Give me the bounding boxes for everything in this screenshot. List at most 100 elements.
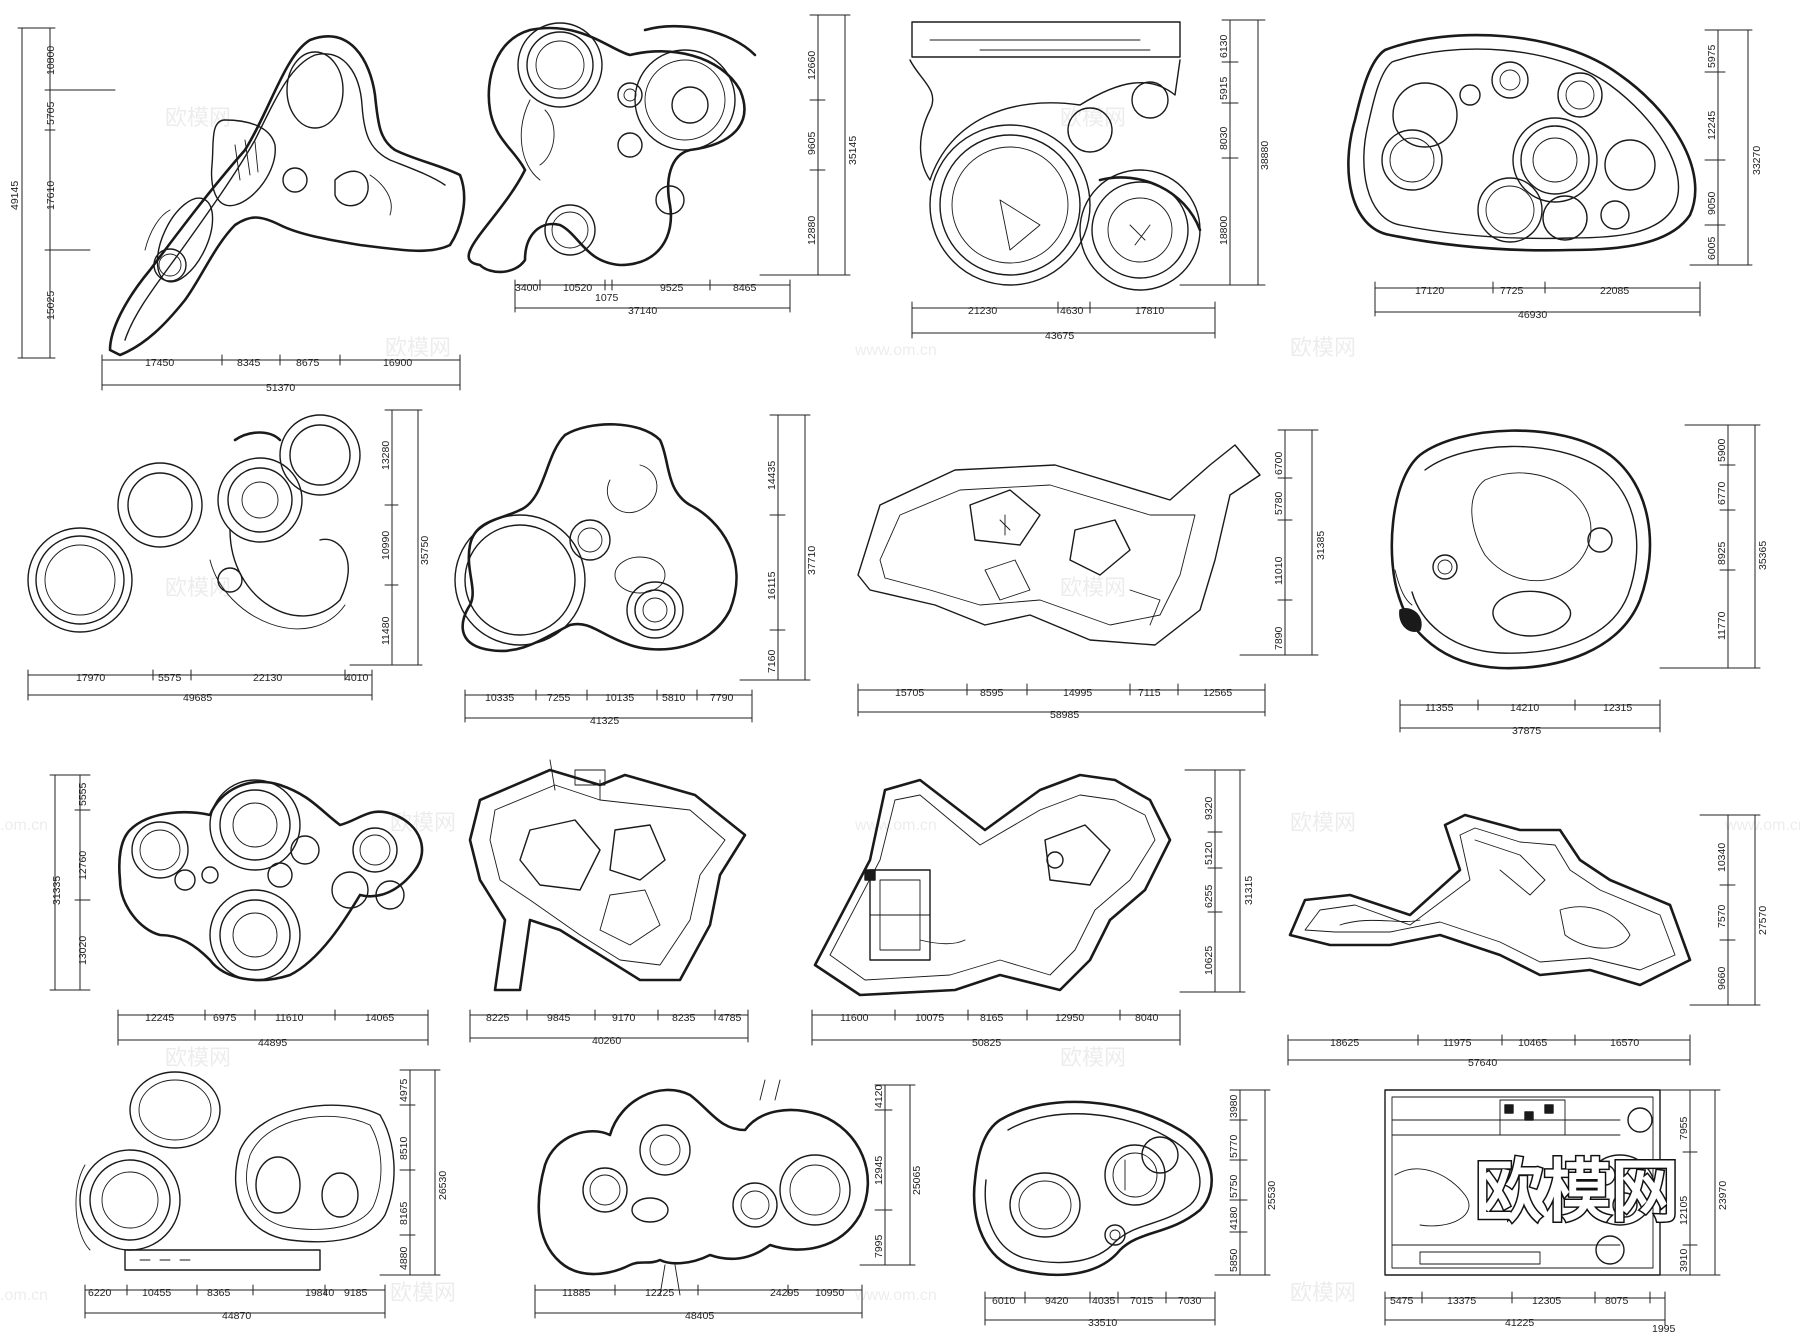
dim-label: 12245 bbox=[145, 1012, 174, 1024]
dim-label: 7725 bbox=[1500, 285, 1524, 297]
dim-label: 18625 bbox=[1330, 1037, 1359, 1049]
dim-label: 8510 bbox=[398, 1136, 410, 1160]
plan-5-drawing bbox=[27, 414, 361, 633]
dim-label: 13020 bbox=[77, 936, 89, 965]
dim-label: 12245 bbox=[1706, 111, 1718, 140]
dim-label: 13375 bbox=[1447, 1295, 1476, 1307]
dim-label: 10455 bbox=[142, 1287, 171, 1299]
dim-label: 16570 bbox=[1610, 1037, 1639, 1049]
dim-label: 14210 bbox=[1510, 702, 1539, 714]
dim-total: 35145 bbox=[847, 136, 859, 165]
dim-label: 12565 bbox=[1203, 687, 1232, 699]
dim-label: 4180 bbox=[1228, 1206, 1240, 1230]
dim-label: 5120 bbox=[1203, 841, 1215, 865]
dim-label: 5750 bbox=[1228, 1174, 1240, 1198]
dim-label: 8345 bbox=[237, 357, 261, 369]
dim-label: 9525 bbox=[660, 282, 684, 294]
plan-14-dimensions: 11885 12225 24295 10950 48405 4120 12945… bbox=[534, 1084, 923, 1322]
dim-label: 10075 bbox=[915, 1012, 944, 1024]
plan-9-dimensions: 12245 6975 11610 14065 44895 5555 12760 … bbox=[49, 774, 429, 1049]
dim-label: 7030 bbox=[1178, 1295, 1202, 1307]
dim-label: 5705 bbox=[45, 101, 57, 125]
dim-label: 9170 bbox=[612, 1012, 636, 1024]
dim-label: 12660 bbox=[806, 51, 818, 80]
dim-label: 9605 bbox=[806, 131, 818, 155]
tile-watermark: 欧模网 bbox=[1060, 1046, 1126, 1071]
dim-label: 13280 bbox=[380, 441, 392, 470]
plan-6-dimensions: 10335 7255 10135 5810 7790 41325 14435 1… bbox=[464, 414, 818, 727]
plan-13-drawing bbox=[75, 1071, 395, 1271]
plan-16-dimensions: 5475 13375 12305 8075 1995 41225 7955 12… bbox=[1384, 1089, 1729, 1335]
tile-watermarks: 欧模网 欧模网 欧模网 欧模网 www.om.cn 欧模网 欧模网 欧模网 欧模… bbox=[0, 106, 1800, 1306]
edge-watermark: .om.cn bbox=[0, 817, 48, 834]
dim-label: 8365 bbox=[207, 1287, 231, 1299]
dim-label: 17810 bbox=[1135, 305, 1164, 317]
dim-label: 6255 bbox=[1203, 884, 1215, 908]
dim-label: 5900 bbox=[1716, 438, 1728, 462]
dim-label: 7890 bbox=[1273, 626, 1285, 650]
dim-label: 5780 bbox=[1273, 491, 1285, 515]
dim-label: 17610 bbox=[45, 181, 57, 210]
dim-label: 9420 bbox=[1045, 1295, 1069, 1307]
plan-1-dimensions: 17450 8345 8675 16900 51370 10800 5705 1… bbox=[9, 27, 461, 394]
plan-10-drawing bbox=[468, 759, 747, 992]
dim-label: 10135 bbox=[605, 692, 634, 704]
dim-total: 37875 bbox=[1512, 725, 1541, 737]
plan-14-drawing bbox=[537, 1079, 870, 1296]
dim-label: 10335 bbox=[485, 692, 514, 704]
dim-label: 9320 bbox=[1203, 796, 1215, 820]
plan-2-dimensions: 3400 10520 1075 9525 8465 37140 12660 96… bbox=[514, 14, 859, 317]
dim-label: 8465 bbox=[733, 282, 757, 294]
dim-label: 8235 bbox=[672, 1012, 696, 1024]
tile-watermark: 欧模网 bbox=[385, 336, 451, 361]
dim-label: 11010 bbox=[1273, 556, 1285, 585]
plan-12-drawing bbox=[1288, 813, 1692, 987]
dim-label: 12945 bbox=[873, 1156, 885, 1185]
dim-label: 9660 bbox=[1716, 966, 1728, 990]
dim-total: 37710 bbox=[806, 546, 818, 575]
url-watermark: www.om.cn bbox=[1724, 817, 1800, 834]
dim-total: 25530 bbox=[1266, 1181, 1278, 1210]
dim-label: 14995 bbox=[1063, 687, 1092, 699]
dim-total: 35365 bbox=[1757, 541, 1769, 570]
plan-4-drawing bbox=[1347, 33, 1697, 252]
dim-label: 5475 bbox=[1390, 1295, 1414, 1307]
dim-label: 1995 bbox=[1652, 1323, 1676, 1335]
plan-2-drawing bbox=[467, 22, 757, 274]
dim-label: 12760 bbox=[77, 851, 89, 880]
dim-label: 14435 bbox=[766, 461, 778, 490]
dim-label: 8675 bbox=[296, 357, 320, 369]
dim-label: 7255 bbox=[547, 692, 571, 704]
dim-label: 12225 bbox=[645, 1287, 674, 1299]
plan-9-drawing bbox=[118, 779, 424, 982]
dim-label: 6700 bbox=[1273, 451, 1285, 475]
dim-label: 11885 bbox=[562, 1287, 591, 1299]
dim-label: 5915 bbox=[1218, 76, 1230, 100]
dim-label: 5770 bbox=[1228, 1134, 1240, 1158]
dim-label: 8040 bbox=[1135, 1012, 1159, 1024]
plan-8-drawing bbox=[1390, 429, 1652, 670]
plan-11-dimensions: 11600 10075 8165 12950 8040 50825 9320 5… bbox=[811, 769, 1255, 1049]
plan-11-drawing bbox=[813, 773, 1172, 997]
dim-label: 10340 bbox=[1716, 843, 1728, 872]
dim-total: 48405 bbox=[685, 1310, 714, 1322]
dim-label: 7955 bbox=[1678, 1116, 1690, 1140]
dim-label: 7160 bbox=[766, 649, 778, 673]
dim-total: 44870 bbox=[222, 1310, 251, 1322]
dim-label: 10990 bbox=[380, 531, 392, 560]
brand-watermark: 欧模网 bbox=[1475, 1153, 1679, 1232]
dim-label: 9185 bbox=[344, 1287, 368, 1299]
dim-label: 6130 bbox=[1218, 34, 1230, 58]
dim-label: 10950 bbox=[815, 1287, 844, 1299]
tile-watermark: 欧模网 bbox=[1290, 336, 1356, 361]
url-watermark: www.om.cn bbox=[854, 342, 937, 359]
dim-label: 7995 bbox=[873, 1234, 885, 1258]
plan-5-dimensions: 17970 5575 22130 4010 49685 13280 10990 … bbox=[27, 409, 431, 704]
dim-label: 21230 bbox=[968, 305, 997, 317]
dim-label: 5850 bbox=[1228, 1248, 1240, 1272]
dim-label: 11975 bbox=[1443, 1037, 1472, 1049]
dim-label: 22130 bbox=[253, 672, 282, 684]
dim-label: 12880 bbox=[806, 216, 818, 245]
dim-label: 16900 bbox=[383, 357, 412, 369]
